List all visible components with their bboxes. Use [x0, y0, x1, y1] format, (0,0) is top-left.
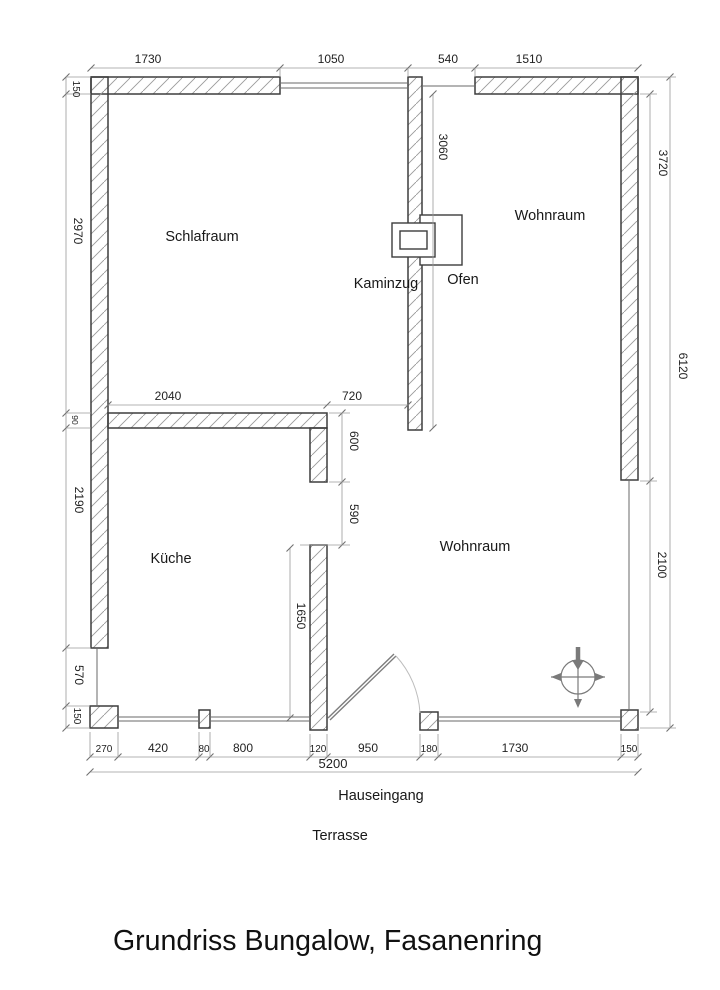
dim-bottom-1730: 1730	[502, 741, 529, 755]
caption-terrasse: Terrasse	[312, 828, 368, 844]
post-bottom-right	[620, 709, 639, 731]
dim-int-2040: 2040	[155, 389, 182, 403]
window-sills	[96, 82, 630, 722]
dim-600-extensions	[300, 412, 350, 546]
walls	[89, 76, 639, 731]
room-label-wohnraum-bottom: Wohnraum	[440, 539, 511, 555]
survey-point-symbol	[551, 647, 605, 708]
kaminzug-box-inner	[399, 230, 428, 250]
survey-arrow-left-icon	[551, 673, 561, 681]
dim-right-6120: 6120	[676, 353, 690, 380]
top-dim-extensions	[279, 68, 476, 77]
room-label-schlafraum: Schlafraum	[165, 229, 238, 245]
dim-left-150-bottom: 150	[71, 708, 82, 725]
dim-int-590: 590	[347, 504, 361, 524]
dim-top-1050: 1050	[318, 52, 345, 66]
dim-left-90: 90	[70, 415, 80, 425]
dim-1650-ticks	[286, 544, 294, 722]
room-label-wohnraum-top: Wohnraum	[515, 208, 586, 224]
dim-bottom-420: 420	[148, 741, 168, 755]
drawing-title: Grundriss Bungalow, Fasanenring	[113, 925, 542, 957]
dim-bottom-950: 950	[358, 741, 378, 755]
stove-assembly	[391, 214, 463, 266]
dim-bottom-800: 800	[233, 741, 253, 755]
dim-total-5200: 5200	[319, 756, 348, 771]
dim-left-150-top: 150	[70, 81, 81, 98]
wall-kitchen-return	[309, 427, 328, 483]
post-bottom-180	[419, 711, 439, 731]
post-bottom-left	[89, 705, 119, 729]
left-dim-extensions	[66, 76, 91, 729]
post-bottom-80	[198, 709, 211, 729]
dimension-labels: 1730 1050 540 1510 150 2970 90 2190 570 …	[70, 52, 690, 771]
wall-left	[90, 76, 109, 649]
room-label-kueche: Küche	[150, 551, 191, 567]
dim-bottom-270: 270	[96, 744, 113, 755]
wall-top-right	[474, 76, 639, 95]
survey-arrow-right-icon	[595, 673, 605, 681]
wall-kitchen-top	[107, 412, 328, 429]
dim-int-1650: 1650	[294, 603, 308, 630]
survey-arrow-bottom-icon	[574, 699, 582, 708]
dim-2040-ticks	[104, 401, 412, 409]
dim-right-2100: 2100	[655, 552, 669, 579]
entrance-door	[327, 653, 421, 721]
room-labels: Schlafraum Wohnraum Wohnraum Küche Kamin…	[150, 208, 585, 844]
dim-bottom-180: 180	[421, 744, 438, 755]
dim-3060-ticks	[429, 90, 437, 432]
dim-left-2190: 2190	[72, 487, 86, 514]
dim-left-2970: 2970	[71, 218, 85, 245]
feature-label-kaminzug: Kaminzug	[354, 276, 418, 292]
dim-top-1510: 1510	[516, 52, 543, 66]
caption-hauseingang: Hauseingang	[338, 788, 423, 804]
wall-kitchen-lower	[309, 544, 328, 731]
dim-bottom-150: 150	[621, 744, 638, 755]
right-dim-extensions	[640, 76, 676, 729]
dim-bottom-120: 120	[310, 744, 327, 755]
door-leaf	[327, 653, 395, 719]
dim-top-1730: 1730	[135, 52, 162, 66]
dim-left-570: 570	[72, 665, 86, 685]
dim-int-3060: 3060	[436, 134, 450, 161]
total-dim-ticks	[86, 768, 642, 776]
bottom-dim-extensions	[89, 732, 639, 757]
wall-top-left	[90, 76, 281, 95]
door-leaf-inner	[329, 655, 397, 721]
survey-arrow-head-icon	[572, 660, 584, 670]
dim-bottom-80: 80	[198, 744, 210, 755]
door-swing-arc	[395, 655, 421, 714]
dim-right-3720: 3720	[656, 150, 670, 177]
dim-int-600: 600	[347, 431, 361, 451]
feature-label-ofen: Ofen	[447, 272, 478, 288]
dim-top-540: 540	[438, 52, 458, 66]
dimension-lines	[62, 64, 676, 776]
wall-right	[620, 76, 639, 481]
dim-int-720: 720	[342, 389, 362, 403]
